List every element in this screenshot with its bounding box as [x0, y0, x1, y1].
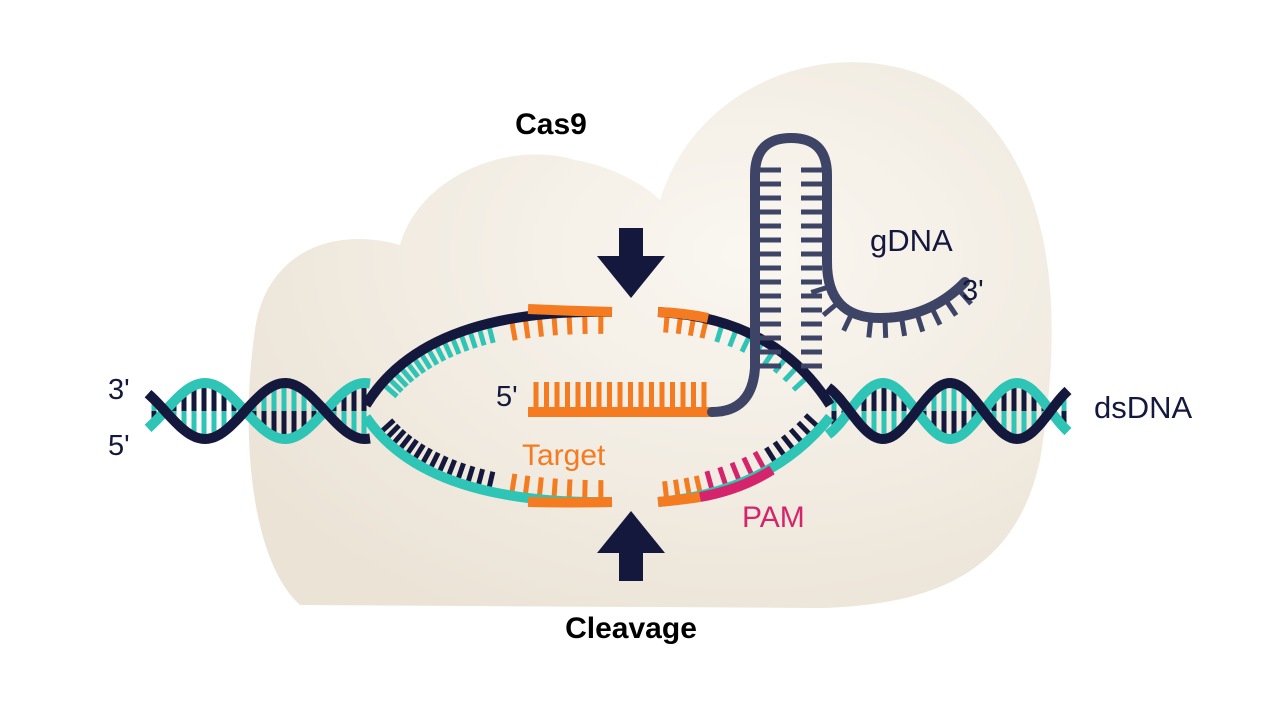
tail-base: [955, 287, 973, 306]
tail-base: [898, 315, 908, 337]
right-helix-dark-strand: [824, 377, 1072, 445]
tail-base: [929, 305, 943, 326]
left-5prime-label: 5': [108, 430, 130, 462]
guide-rna-group: [533, 132, 973, 417]
right-helix-teal-strand: [824, 377, 1072, 445]
dsdna-label: dsDNA: [1094, 390, 1193, 425]
lower-right-target-segment: [657, 492, 701, 507]
left-3prime-label: 3': [108, 374, 130, 406]
arrow-down-icon: [597, 228, 665, 298]
tail-base: [821, 300, 841, 318]
upper-right-target-segment: [657, 307, 710, 323]
gdna-3prime-label: 3': [962, 275, 984, 307]
tail-base: [841, 311, 855, 332]
upper-left-target-segment: [527, 304, 613, 317]
lower-left-target-segment: [527, 497, 613, 508]
tail-base: [810, 284, 832, 295]
left-helix-teal-strand: [144, 377, 371, 445]
arrow-up-icon: [597, 511, 665, 581]
target-label: Target: [522, 439, 606, 472]
gdna-label: gDNA: [870, 223, 953, 258]
pam-segment: [699, 465, 775, 502]
cas9-label: Cas9: [515, 108, 587, 141]
target-5prime-label: 5': [496, 381, 518, 413]
tail-base: [882, 317, 889, 338]
tail-base: [942, 297, 959, 317]
cas9-protein-shape: [248, 62, 1052, 608]
dna-strands: [144, 304, 1072, 508]
guide-rna-strand: [707, 132, 970, 417]
tail-base: [914, 311, 926, 333]
tail-base: [866, 317, 874, 338]
pam-label: PAM: [742, 501, 805, 534]
cleavage-label: Cleavage: [565, 612, 697, 645]
left-helix-dark-strand: [144, 377, 371, 445]
